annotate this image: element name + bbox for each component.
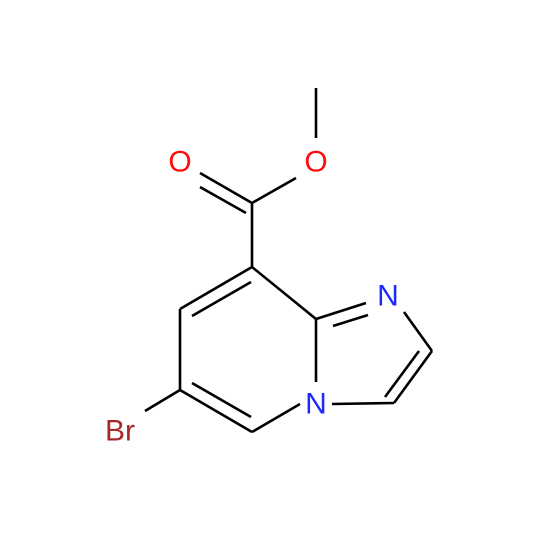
bond-c8-c8a <box>251 265 317 321</box>
bond-c5-n4 <box>251 402 301 434</box>
atom-oxygen-carbonyl: O <box>168 146 191 179</box>
bond-n1-c2 <box>402 311 434 352</box>
atom-oxygen-ester: O <box>304 146 327 179</box>
bond-c8-c7 <box>179 265 253 311</box>
atom-label-layer: O O N N Br <box>105 146 399 448</box>
bond-carbonyl-double-outer <box>199 171 253 205</box>
atom-nitrogen-imine: N <box>377 280 399 313</box>
bond-c2-c3-inner <box>383 350 421 398</box>
bond-c6-bromine <box>144 388 181 413</box>
bond-c8a-n1-inner <box>332 313 369 328</box>
bond-carbonyl-double-inner <box>199 185 247 215</box>
bond-c3-n4 <box>331 401 395 406</box>
bond-c2-c3 <box>392 350 434 404</box>
bond-c6-c5-inner <box>191 381 252 419</box>
bond-ester-oxygen-carbonyl-carbon <box>251 176 297 205</box>
bond-c6-c5 <box>179 388 253 434</box>
atom-nitrogen-bridgehead: N <box>305 388 327 421</box>
bond-layer <box>144 88 434 434</box>
bond-c8-c7-inner <box>191 280 252 318</box>
atom-bromine: Br <box>105 415 135 448</box>
bond-c8a-n1 <box>315 301 367 321</box>
